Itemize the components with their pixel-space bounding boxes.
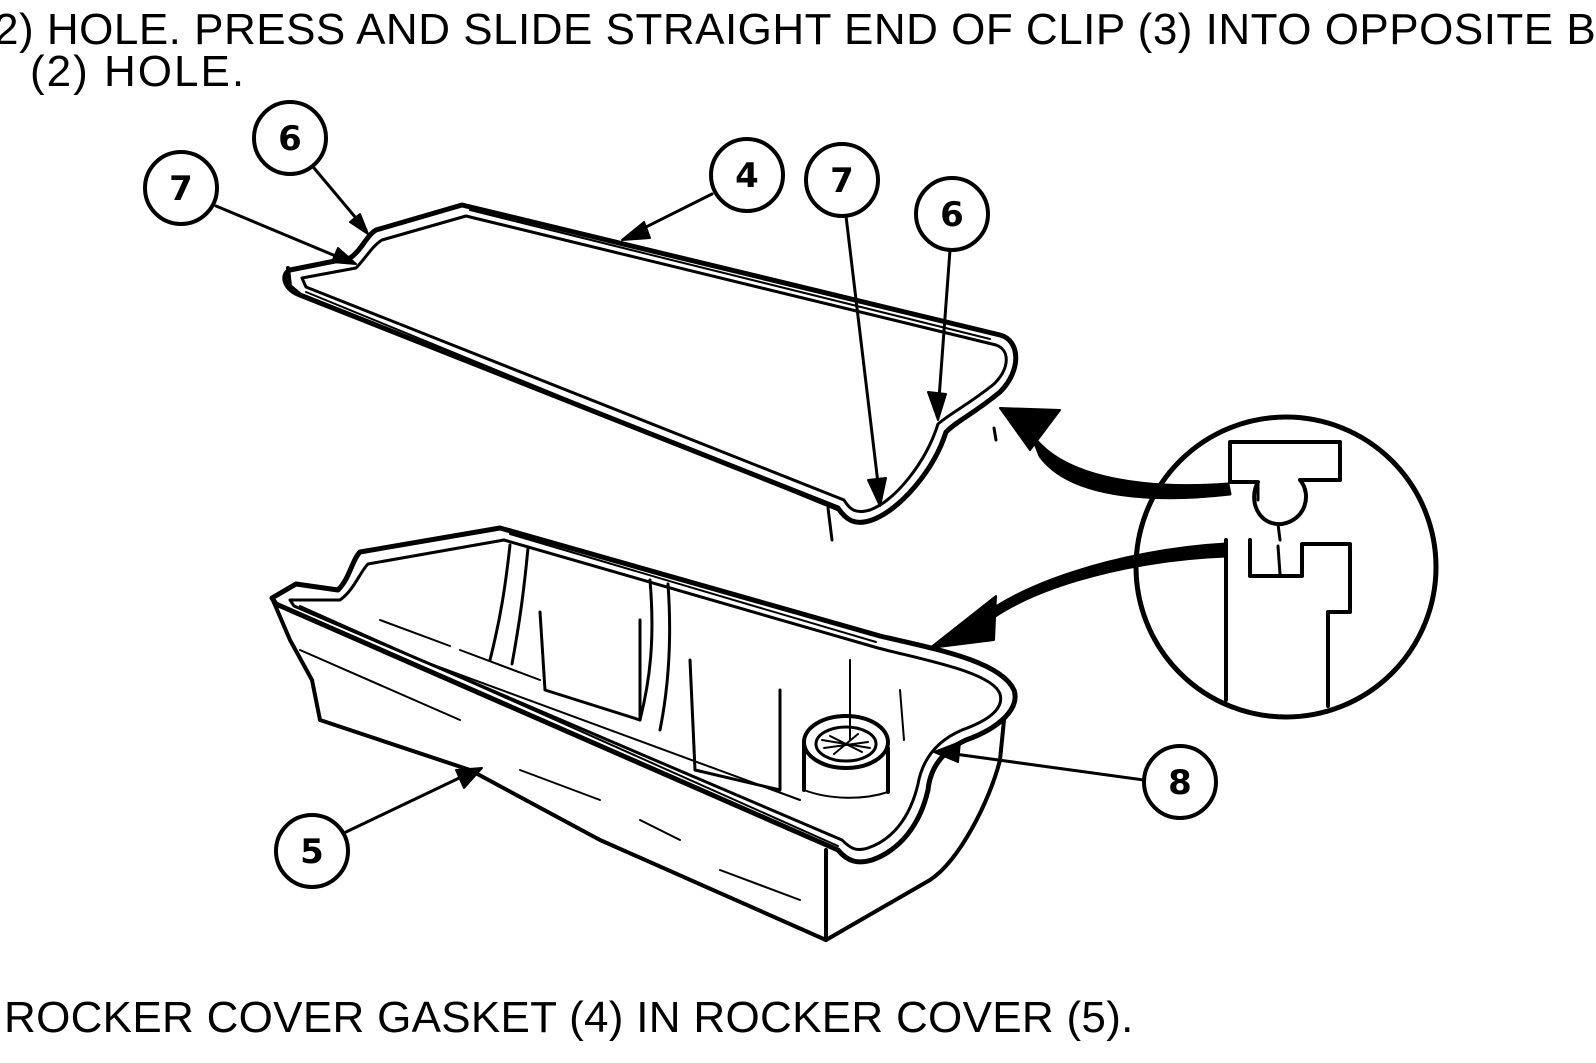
rocker-cover-drawing (269, 525, 1018, 942)
instruction-line-2: (2) HOLE. (30, 47, 247, 96)
detail-pointer-arrows (929, 407, 1232, 649)
instruction-line-1: 2) HOLE. PRESS AND SLIDE STRAIGHT END OF… (0, 5, 1596, 54)
callout-5: 5 (300, 832, 324, 872)
callout-7-right: 7 (830, 161, 854, 201)
figure-caption: ROCKER COVER GASKET (4) IN ROCKER COVER … (4, 993, 1134, 1042)
callout-6-left: 6 (278, 119, 302, 159)
callout-8: 8 (1168, 763, 1192, 803)
rocker-cover-gasket-drawing (282, 202, 1019, 542)
callout-7-left: 7 (169, 169, 193, 209)
callout-4: 4 (735, 156, 759, 196)
callout-leaders (143, 100, 1218, 889)
callout-6-right: 6 (940, 195, 964, 235)
clip-detail-inset (1133, 414, 1439, 720)
